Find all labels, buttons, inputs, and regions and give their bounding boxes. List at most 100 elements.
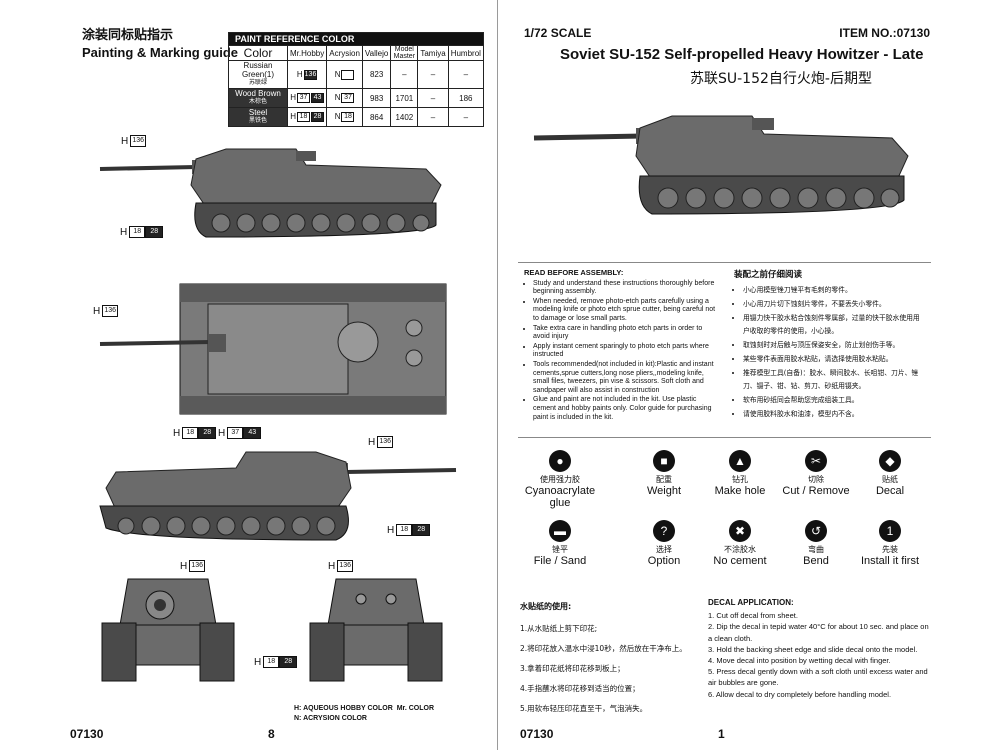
tank-rear-view bbox=[309, 578, 443, 682]
no-cement-icon: ✖ bbox=[729, 520, 751, 542]
decal-instructions-cn: 水贴纸的使用: 1.从水贴纸上剪下印花; 2.将印花放入温水中浸10秒，然后放在… bbox=[520, 597, 698, 719]
instruction-item-cn: 小心用刀片切下蚀刻片零件，不要丢失小零件。 bbox=[743, 298, 926, 311]
tank-side-view-left bbox=[99, 148, 442, 238]
instruction-item: When needed, remove photo-etch parts car… bbox=[533, 298, 720, 324]
decal-step-en: 4. Move decal into position by wetting d… bbox=[708, 656, 891, 666]
decal-step-en: 1. Cut off decal from sheet. bbox=[708, 611, 798, 621]
decal-step-en: 3. Hold the backing sheet edge and slide… bbox=[708, 644, 918, 654]
decal-step-cn: 5.用软布轻压印花直至干，气泡消失。 bbox=[520, 704, 648, 713]
drill-icon: ▲ bbox=[729, 450, 751, 472]
footer-item-number: 07130 bbox=[70, 727, 104, 741]
footer-page-number: 8 bbox=[268, 727, 275, 741]
read-before-assembly-box: READ BEFORE ASSEMBLY: Study and understa… bbox=[518, 262, 931, 438]
instruction-item: Study and understand these instructions … bbox=[533, 280, 720, 297]
tank-side-view-right bbox=[99, 451, 457, 541]
header-modelmaster: Model Master bbox=[390, 45, 419, 61]
instruction-item-cn: 小心用模型锉刀锉平有毛刺的零件。 bbox=[743, 284, 926, 297]
instruction-item: Take extra care in handling photo etch p… bbox=[533, 325, 720, 342]
guide-title-cn: 涂装同标贴指示 bbox=[82, 28, 174, 43]
instruction-item-cn: 软布用砂纸同会帮助您完成组装工具。 bbox=[743, 394, 926, 407]
header-line: 1/72 SCALE ITEM NO.:07130 bbox=[524, 26, 930, 40]
modelmaster-code: 1402 bbox=[390, 107, 419, 127]
footer-item-number: 07130 bbox=[520, 727, 554, 741]
acrysion-code: N bbox=[326, 60, 363, 89]
knife-icon: ✂ bbox=[805, 450, 827, 472]
scale-label: 1/72 SCALE bbox=[524, 26, 592, 40]
title-cn: 苏联SU-152自行火炮-后期型 bbox=[690, 71, 872, 87]
tank-top-view bbox=[99, 283, 447, 415]
tank-front-view bbox=[101, 578, 235, 682]
vallejo-code: 983 bbox=[361, 88, 392, 108]
instruction-item-cn: 用镊力快干胶水粘合蚀刻件零属部，过量的快干胶水使用用户收取的零件的使用，小心操。 bbox=[743, 312, 926, 338]
header-tamiya: Tamiya bbox=[417, 45, 449, 61]
header-humbrol: Humbrol bbox=[447, 45, 484, 61]
first-icon: 1 bbox=[879, 520, 901, 542]
decal-step-cn: 4.手指蘸水将印花移到适当的位置； bbox=[520, 684, 640, 693]
decal-step-en: 2. Dip the decal in tepid water 40°C for… bbox=[708, 622, 929, 643]
modelmaster-code: – bbox=[390, 60, 419, 89]
instruction-item-cn: 请使用胶料胶水和油漆，模型内不含。 bbox=[743, 408, 926, 421]
decal-icon: ◆ bbox=[879, 450, 901, 472]
tank-hero-illustration bbox=[533, 115, 909, 215]
decal-step-en: 6. Allow decal to dry completely before … bbox=[708, 689, 892, 699]
page-divider bbox=[497, 0, 498, 750]
instruction-item-cn: 某些零件表面用胶水粘贴，请选择使用胶水粘贴。 bbox=[743, 353, 926, 366]
drop-icon: ● bbox=[549, 450, 571, 472]
header-mrhobby: Mr.Hobby bbox=[286, 45, 328, 61]
instruction-item: Apply instant cement sparingly to photo … bbox=[533, 343, 720, 360]
weight-icon: ■ bbox=[653, 450, 675, 472]
header-vallejo: Vallejo bbox=[361, 45, 392, 61]
paint-legend: H: AQUEOUS HOBBY COLOR Mr. COLOR N: ACRY… bbox=[294, 705, 435, 722]
decal-step-cn: 3.拿着印花纸将印花移到板上； bbox=[520, 664, 625, 673]
header-acrysion: Acrysion bbox=[326, 45, 363, 61]
humbrol-code: 186 bbox=[447, 88, 484, 108]
modelmaster-code: 1701 bbox=[390, 88, 419, 108]
question-icon: ? bbox=[653, 520, 675, 542]
paint-table-title: PAINT REFERENCE COLOR bbox=[228, 32, 484, 46]
decal-step-en: 5. Press decal gently down with a soft c… bbox=[708, 667, 928, 688]
decal-step-cn: 1.从水贴纸上剪下印花; bbox=[520, 624, 598, 633]
file-icon: ▬ bbox=[549, 520, 571, 542]
guide-title-en: Painting & Marking guide bbox=[82, 45, 239, 60]
humbrol-code: – bbox=[447, 107, 484, 127]
title-en: Soviet SU-152 Self-propelled Heavy Howit… bbox=[560, 46, 924, 63]
vallejo-code: 864 bbox=[361, 107, 392, 127]
instruction-item: Tools recommended(not included in kit):P… bbox=[533, 361, 720, 395]
read-before-cn: 装配之前仔细阅读 小心用模型锉刀锉平有毛刺的零件。 小心用刀片切下蚀刻片零件，不… bbox=[734, 269, 926, 422]
decal-instructions-en: DECAL APPLICATION: 1. Cut off decal from… bbox=[708, 598, 929, 699]
instruction-item: Glue and paint are not included in the k… bbox=[533, 396, 720, 422]
tamiya-code: – bbox=[417, 60, 449, 89]
bend-icon: ↺ bbox=[805, 520, 827, 542]
vallejo-code: 823 bbox=[361, 60, 392, 89]
read-before-en: READ BEFORE ASSEMBLY: Study and understa… bbox=[524, 268, 720, 423]
decal-step-cn: 2.将印花放入温水中浸10秒，然后放在干净布上。 bbox=[520, 644, 687, 653]
tamiya-code: – bbox=[417, 107, 449, 127]
